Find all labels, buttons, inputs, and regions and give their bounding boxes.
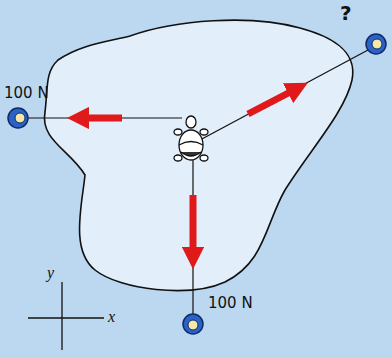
turtle <box>174 116 208 161</box>
force-value: 100 N <box>4 86 49 101</box>
axis-label: y <box>47 265 54 281</box>
force-value: 100 N <box>208 296 253 311</box>
ropes <box>28 50 368 314</box>
anchor-rings <box>8 34 386 334</box>
unknown-force: ? <box>340 3 352 23</box>
axis-label: x <box>108 309 115 325</box>
axes <box>28 282 104 350</box>
force-arrows <box>78 88 298 258</box>
ice-floe <box>44 20 352 290</box>
